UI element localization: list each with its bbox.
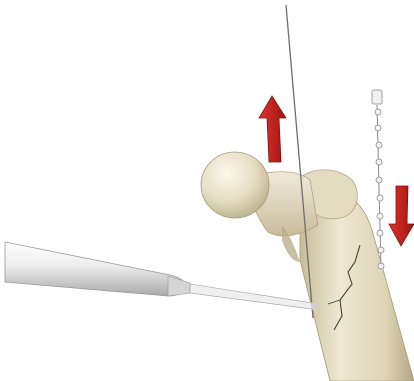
chain-bead [378,263,384,269]
chain-bead [375,109,381,115]
chain-bead [375,125,381,131]
chain-bead [378,247,384,253]
chain-cap [372,90,382,104]
chain-bead [377,195,383,201]
chain-bead [376,177,382,183]
chain-bead [376,159,382,165]
femoral-head [201,152,269,218]
chain-bead [377,213,383,219]
chain-bead [377,230,383,236]
chain-bead [376,142,382,148]
